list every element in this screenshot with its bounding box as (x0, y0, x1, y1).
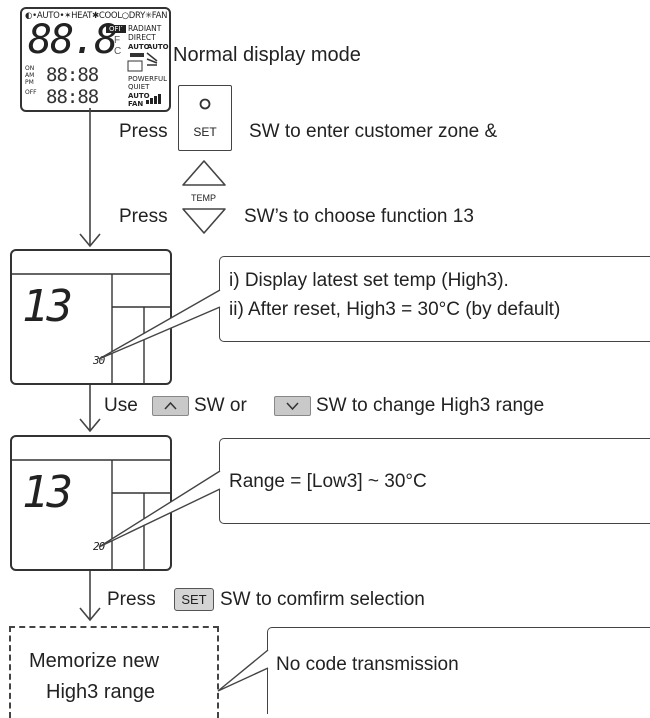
step1-press: Press (119, 121, 168, 142)
step3-use: Use (104, 395, 138, 416)
chevron-down-icon (286, 402, 299, 411)
off-badge: OFF (106, 25, 126, 33)
powerful-label: POWERFUL (128, 75, 167, 83)
auto-label-b: AUTO (147, 43, 169, 51)
timer-row2-digits: 88:88 (46, 86, 99, 108)
step1-text: SW to enter customer zone & (249, 121, 498, 142)
step2-press: Press (119, 206, 168, 227)
temp-unit-f: F (114, 35, 121, 46)
lcd-screen-1: 13 30 (10, 249, 172, 385)
callout-1 (219, 256, 650, 342)
callout2-text: Range = [Low3] ~ 30°C (229, 471, 427, 492)
big-digits: 88.8 (28, 17, 118, 63)
direct-label: DIRECT (128, 33, 156, 42)
set-button-large-label: SET (193, 125, 217, 139)
step3-text: SW to change High3 range (316, 395, 545, 416)
step4-press: Press (107, 589, 156, 610)
step4-text: SW to comfirm selection (220, 589, 425, 610)
down-sw-icon[interactable] (274, 396, 311, 416)
normal-display-label: Normal display mode (173, 44, 361, 66)
lcd2-code: 13 (22, 467, 73, 518)
step2-text: SW’s to choose function 13 (244, 206, 474, 227)
auto-label-a: AUTO (128, 43, 150, 51)
timer-pm-label: PM (25, 79, 34, 86)
chevron-up-icon (164, 401, 177, 410)
temp-down-button[interactable] (182, 208, 226, 234)
up-sw-icon[interactable] (152, 396, 189, 416)
auto-fan-label-1: AUTO (128, 92, 150, 100)
memorize-line1: Memorize new (29, 650, 160, 672)
timer-on-label: ON (25, 65, 35, 72)
lcd1-lines (12, 273, 170, 383)
lcd2-lines (12, 459, 170, 569)
memorize-line2: High3 range (46, 681, 155, 703)
set-button-small-label: SET (181, 592, 207, 607)
lcd-decorations (120, 25, 161, 104)
set-button-small[interactable]: SET (174, 588, 214, 611)
quiet-label: QUIET (128, 83, 150, 91)
auto-fan-label-2: FAN (128, 100, 144, 108)
set-button-large[interactable]: SET (178, 85, 232, 151)
step3-sw-or: SW or (194, 395, 247, 416)
temp-unit-c: C (114, 46, 122, 57)
mode-bar: ◐•AUTO•✶HEAT✱COOL○DRY✳FAN (25, 11, 168, 21)
timer-row1-digits: 88:88 (46, 64, 99, 86)
callout-2 (219, 438, 650, 524)
temp-up-button[interactable] (182, 160, 226, 186)
memorize-box (9, 626, 219, 718)
callout1-line1: i) Display latest set temp (High3). (229, 270, 509, 291)
callout3-text: No code transmission (276, 654, 459, 675)
lcd1-value: 30 (93, 354, 105, 367)
remote-lcd-display: ◐•AUTO•✶HEAT✱COOL○DRY✳FAN 88.8 OFF F C R… (20, 7, 171, 112)
temp-label: TEMP (191, 193, 217, 203)
lcd-screen-2: 13 20 (10, 435, 172, 571)
radiant-label: RADIANT (128, 24, 162, 33)
sensor-icon (199, 98, 211, 110)
callout-3 (267, 627, 650, 714)
callout1-line2: ii) After reset, High3 = 30°C (by defaul… (229, 299, 561, 320)
timer-off-label: OFF (25, 89, 37, 96)
lcd1-code: 13 (22, 281, 73, 332)
timer-am-label: AM (25, 72, 35, 79)
